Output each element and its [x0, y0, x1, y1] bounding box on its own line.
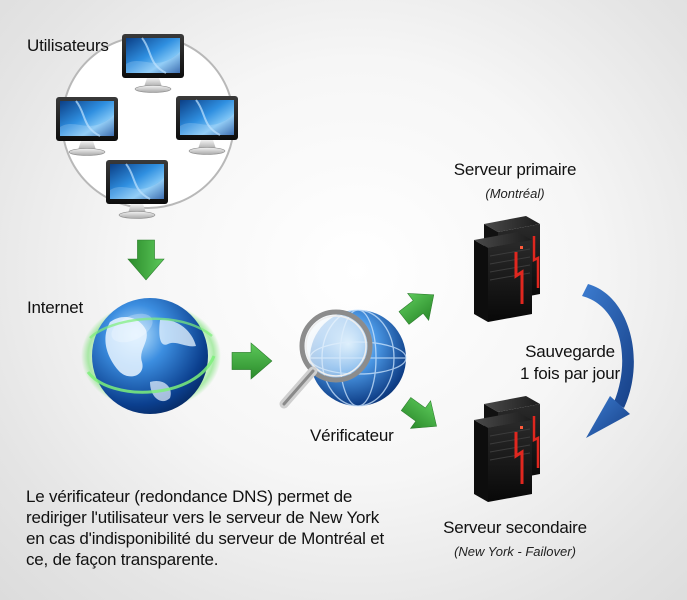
description-line: Le vérificateur (redondance DNS) permet …	[26, 487, 353, 506]
description-line: rediriger l'utilisateur vers le serveur …	[26, 508, 380, 527]
magnifier-globe-icon	[279, 309, 407, 409]
arrow-up-right-icon	[393, 280, 445, 332]
primary-server-location: (Montréal)	[485, 186, 545, 201]
users-label: Utilisateurs	[27, 36, 109, 55]
primary-server-icon	[472, 214, 542, 324]
arrow-right-icon	[231, 342, 273, 380]
primary-server-title: Serveur primaire	[453, 160, 577, 179]
secondary-server-title: Serveur secondaire	[443, 518, 587, 537]
internet-label: Internet	[27, 298, 84, 317]
description-line: en cas d'indisponibilité du serveur de M…	[26, 529, 385, 548]
description-line: ce, de façon transparente.	[26, 550, 219, 569]
globe-icon	[81, 298, 221, 414]
arrow-down-icon	[127, 239, 165, 281]
backup-arrow-icon	[582, 284, 634, 438]
description-text: Le vérificateur (redondance DNS) permet …	[26, 486, 416, 570]
monitor-icon	[105, 159, 169, 220]
arrow-down-right-icon	[395, 389, 447, 441]
checker-label: Vérificateur	[310, 426, 394, 445]
backup-label-line1: Sauvegarde	[525, 342, 615, 361]
backup-label-line2: 1 fois par jour	[520, 364, 620, 383]
secondary-server-location: (New York - Failover)	[454, 544, 576, 559]
secondary-server-icon	[472, 394, 542, 504]
